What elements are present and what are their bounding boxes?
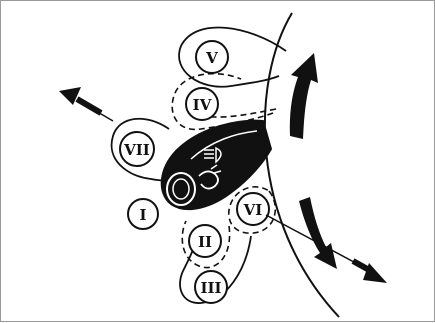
position-ii: II xyxy=(188,224,222,258)
position-i-label: I xyxy=(139,206,146,224)
steering-column-outline xyxy=(263,12,340,318)
contour-iv xyxy=(171,72,274,131)
position-iii: III xyxy=(194,270,228,304)
arrow-curved-down xyxy=(299,197,337,269)
arrow-push-down-right xyxy=(265,214,387,283)
position-vi-label: VI xyxy=(243,201,263,219)
position-ii-label: II xyxy=(198,233,212,251)
position-vii: VII xyxy=(119,131,155,167)
position-i: I xyxy=(127,198,159,230)
contour-iii xyxy=(179,235,252,304)
lever-tip xyxy=(166,172,196,206)
position-vi: VI xyxy=(236,192,270,226)
contour-vi xyxy=(228,186,277,234)
position-vii-label: VII xyxy=(123,141,150,159)
washer-icon xyxy=(198,164,222,190)
position-iv-label: IV xyxy=(193,96,212,114)
arrow-pull-up-left xyxy=(59,87,114,122)
lever-groove xyxy=(190,130,258,160)
position-iv: IV xyxy=(185,87,219,121)
arrow-curved-up xyxy=(289,53,318,139)
position-v: V xyxy=(195,40,229,74)
lever-tip-inner xyxy=(172,178,190,200)
headlight-beam-icon xyxy=(204,146,222,164)
position-v-label: V xyxy=(205,49,218,67)
position-iii-label: III xyxy=(200,279,221,297)
contour-ii xyxy=(181,220,231,269)
contour-v xyxy=(178,26,287,88)
